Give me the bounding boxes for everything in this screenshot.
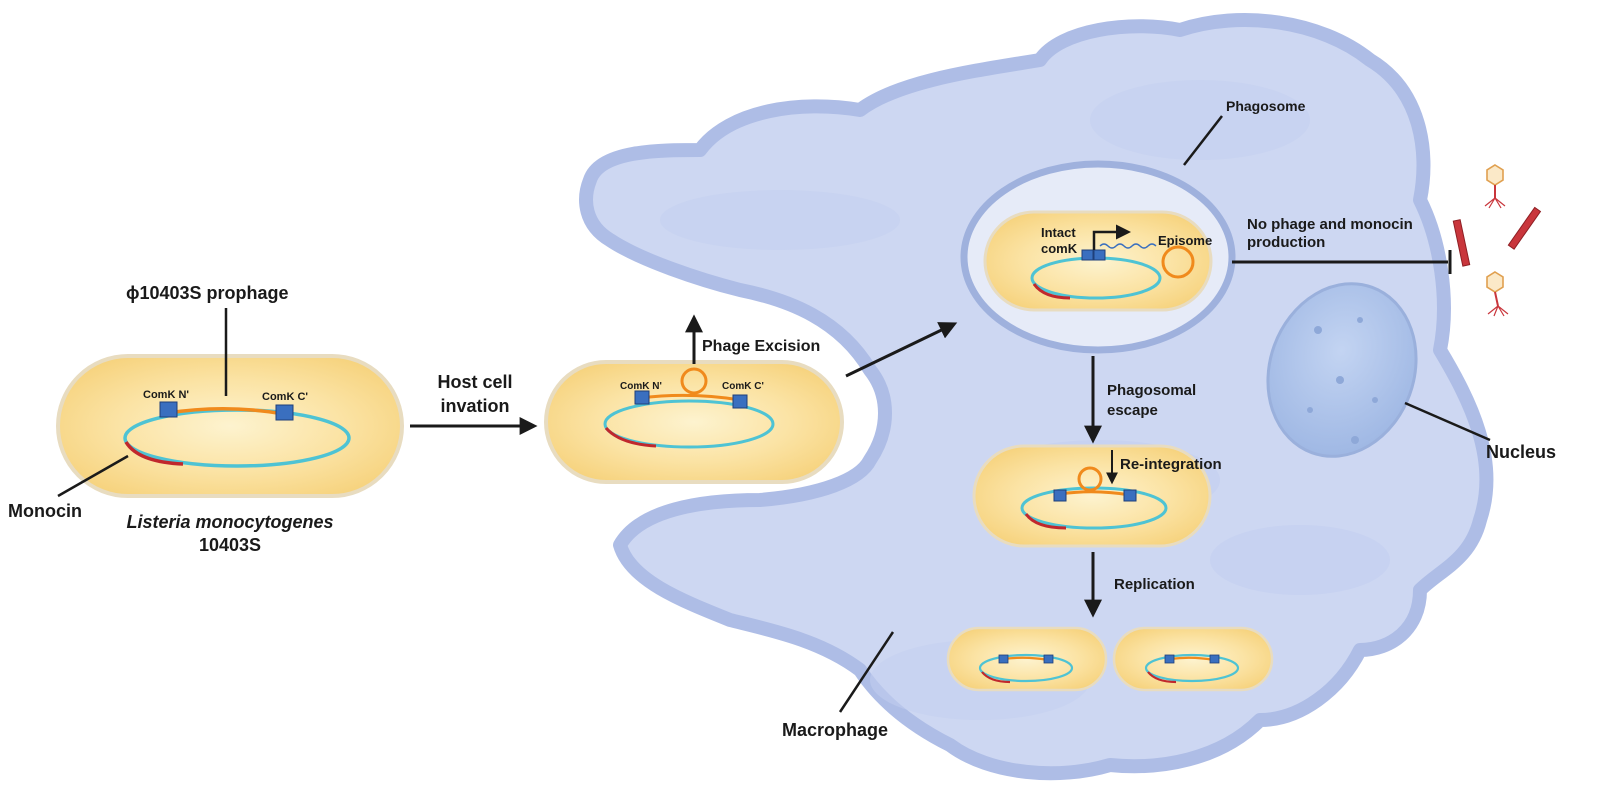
strain-label: 10403S — [199, 535, 261, 555]
monocin-leader-line — [57, 454, 129, 498]
intact-comk-label-line2: comK — [1041, 241, 1078, 256]
comk-intact-box-2 — [1093, 249, 1106, 261]
escape-label-line1: Phagosomal — [1107, 382, 1196, 399]
prophage-segment — [639, 393, 741, 402]
intact-comk-label-line1: Intact — [1041, 225, 1076, 240]
promoter-arrow — [1092, 224, 1131, 250]
comk-n-box — [998, 654, 1009, 664]
phagosome: Intact comK Episome — [960, 160, 1236, 354]
comk-n-box — [159, 401, 178, 418]
phagosome-leader-line — [1183, 115, 1223, 166]
comk-c-label: ComK C' — [722, 381, 764, 392]
nucleus-label: Nucleus — [1486, 442, 1556, 462]
macrophage-leader-line — [838, 631, 895, 713]
prophage-segment — [167, 406, 285, 416]
escape-label-line2: escape — [1107, 402, 1158, 419]
replication-label: Replication — [1114, 576, 1195, 593]
listeria-cell-reintegration — [972, 444, 1212, 548]
monocin-segment — [981, 671, 1011, 684]
reintegration-label: Re-integration — [1120, 456, 1222, 473]
no-production-label-line1: No phage and monocin — [1247, 216, 1413, 233]
episome-label: Episome — [1158, 233, 1212, 248]
chromosome — [603, 399, 775, 449]
phage-icon-top — [1484, 164, 1506, 209]
listeria-cell-left: ComK N' ComK C' — [56, 354, 404, 498]
comk-intact-box-1 — [1081, 249, 1094, 261]
episome-circle — [1161, 245, 1195, 279]
comk-n-box — [1164, 654, 1175, 664]
comk-c-box — [1043, 654, 1054, 664]
comk-c-box — [1123, 489, 1137, 502]
host-invasion-label-line1: Host cell — [437, 372, 512, 392]
monocin-segment — [1032, 283, 1071, 300]
monocin-segment — [1147, 671, 1177, 684]
comk-c-box — [275, 404, 294, 421]
host-invasion-label-line2: invation — [440, 396, 509, 416]
monocin-label: Monocin — [8, 501, 82, 521]
listeria-cell-excision: ComK N' ComK C' — [544, 360, 844, 484]
comk-c-label: ComK C' — [262, 391, 308, 403]
excision-label: Phage Excision — [702, 338, 820, 355]
nucleus-body — [1266, 282, 1418, 458]
comk-c-box — [1209, 654, 1220, 664]
monocin-icon-1 — [1452, 219, 1471, 267]
nucleus: Nucleus — [1266, 282, 1556, 462]
prophage-label: ϕ10403S prophage — [126, 283, 289, 303]
cell-body — [544, 360, 844, 484]
monocin-segment — [124, 441, 184, 466]
listeria-cell-daughter-1 — [946, 626, 1108, 692]
comk-n-box — [634, 390, 650, 405]
monocin-segment — [1024, 513, 1067, 530]
comk-n-label: ComK N' — [620, 381, 662, 392]
comk-n-label: ComK N' — [143, 389, 189, 401]
macrophage — [579, 13, 1494, 781]
species-label: Listeria monocytogenes — [126, 512, 333, 532]
cell-body — [56, 354, 404, 498]
phagocytosis-arrow — [845, 322, 958, 378]
transcript-wave — [1099, 243, 1157, 249]
no-production-label-line2: production — [1247, 234, 1325, 251]
phage-icon-bottom — [1486, 271, 1509, 317]
monocin-icon-2 — [1507, 206, 1542, 250]
comk-c-box — [732, 394, 748, 409]
integrating-phage-circle — [1077, 466, 1103, 492]
phagosome-label: Phagosome — [1226, 98, 1306, 114]
monocin-segment — [604, 426, 657, 448]
comk-n-box — [1053, 489, 1067, 502]
cell-body — [983, 210, 1213, 312]
listeria-cell-daughter-2 — [1112, 626, 1274, 692]
macrophage-label: Macrophage — [782, 720, 888, 740]
nucleus-leader-line — [1404, 401, 1491, 442]
chromosome — [1144, 653, 1240, 683]
chromosome — [978, 653, 1074, 683]
excised-phage-circle — [680, 367, 708, 395]
